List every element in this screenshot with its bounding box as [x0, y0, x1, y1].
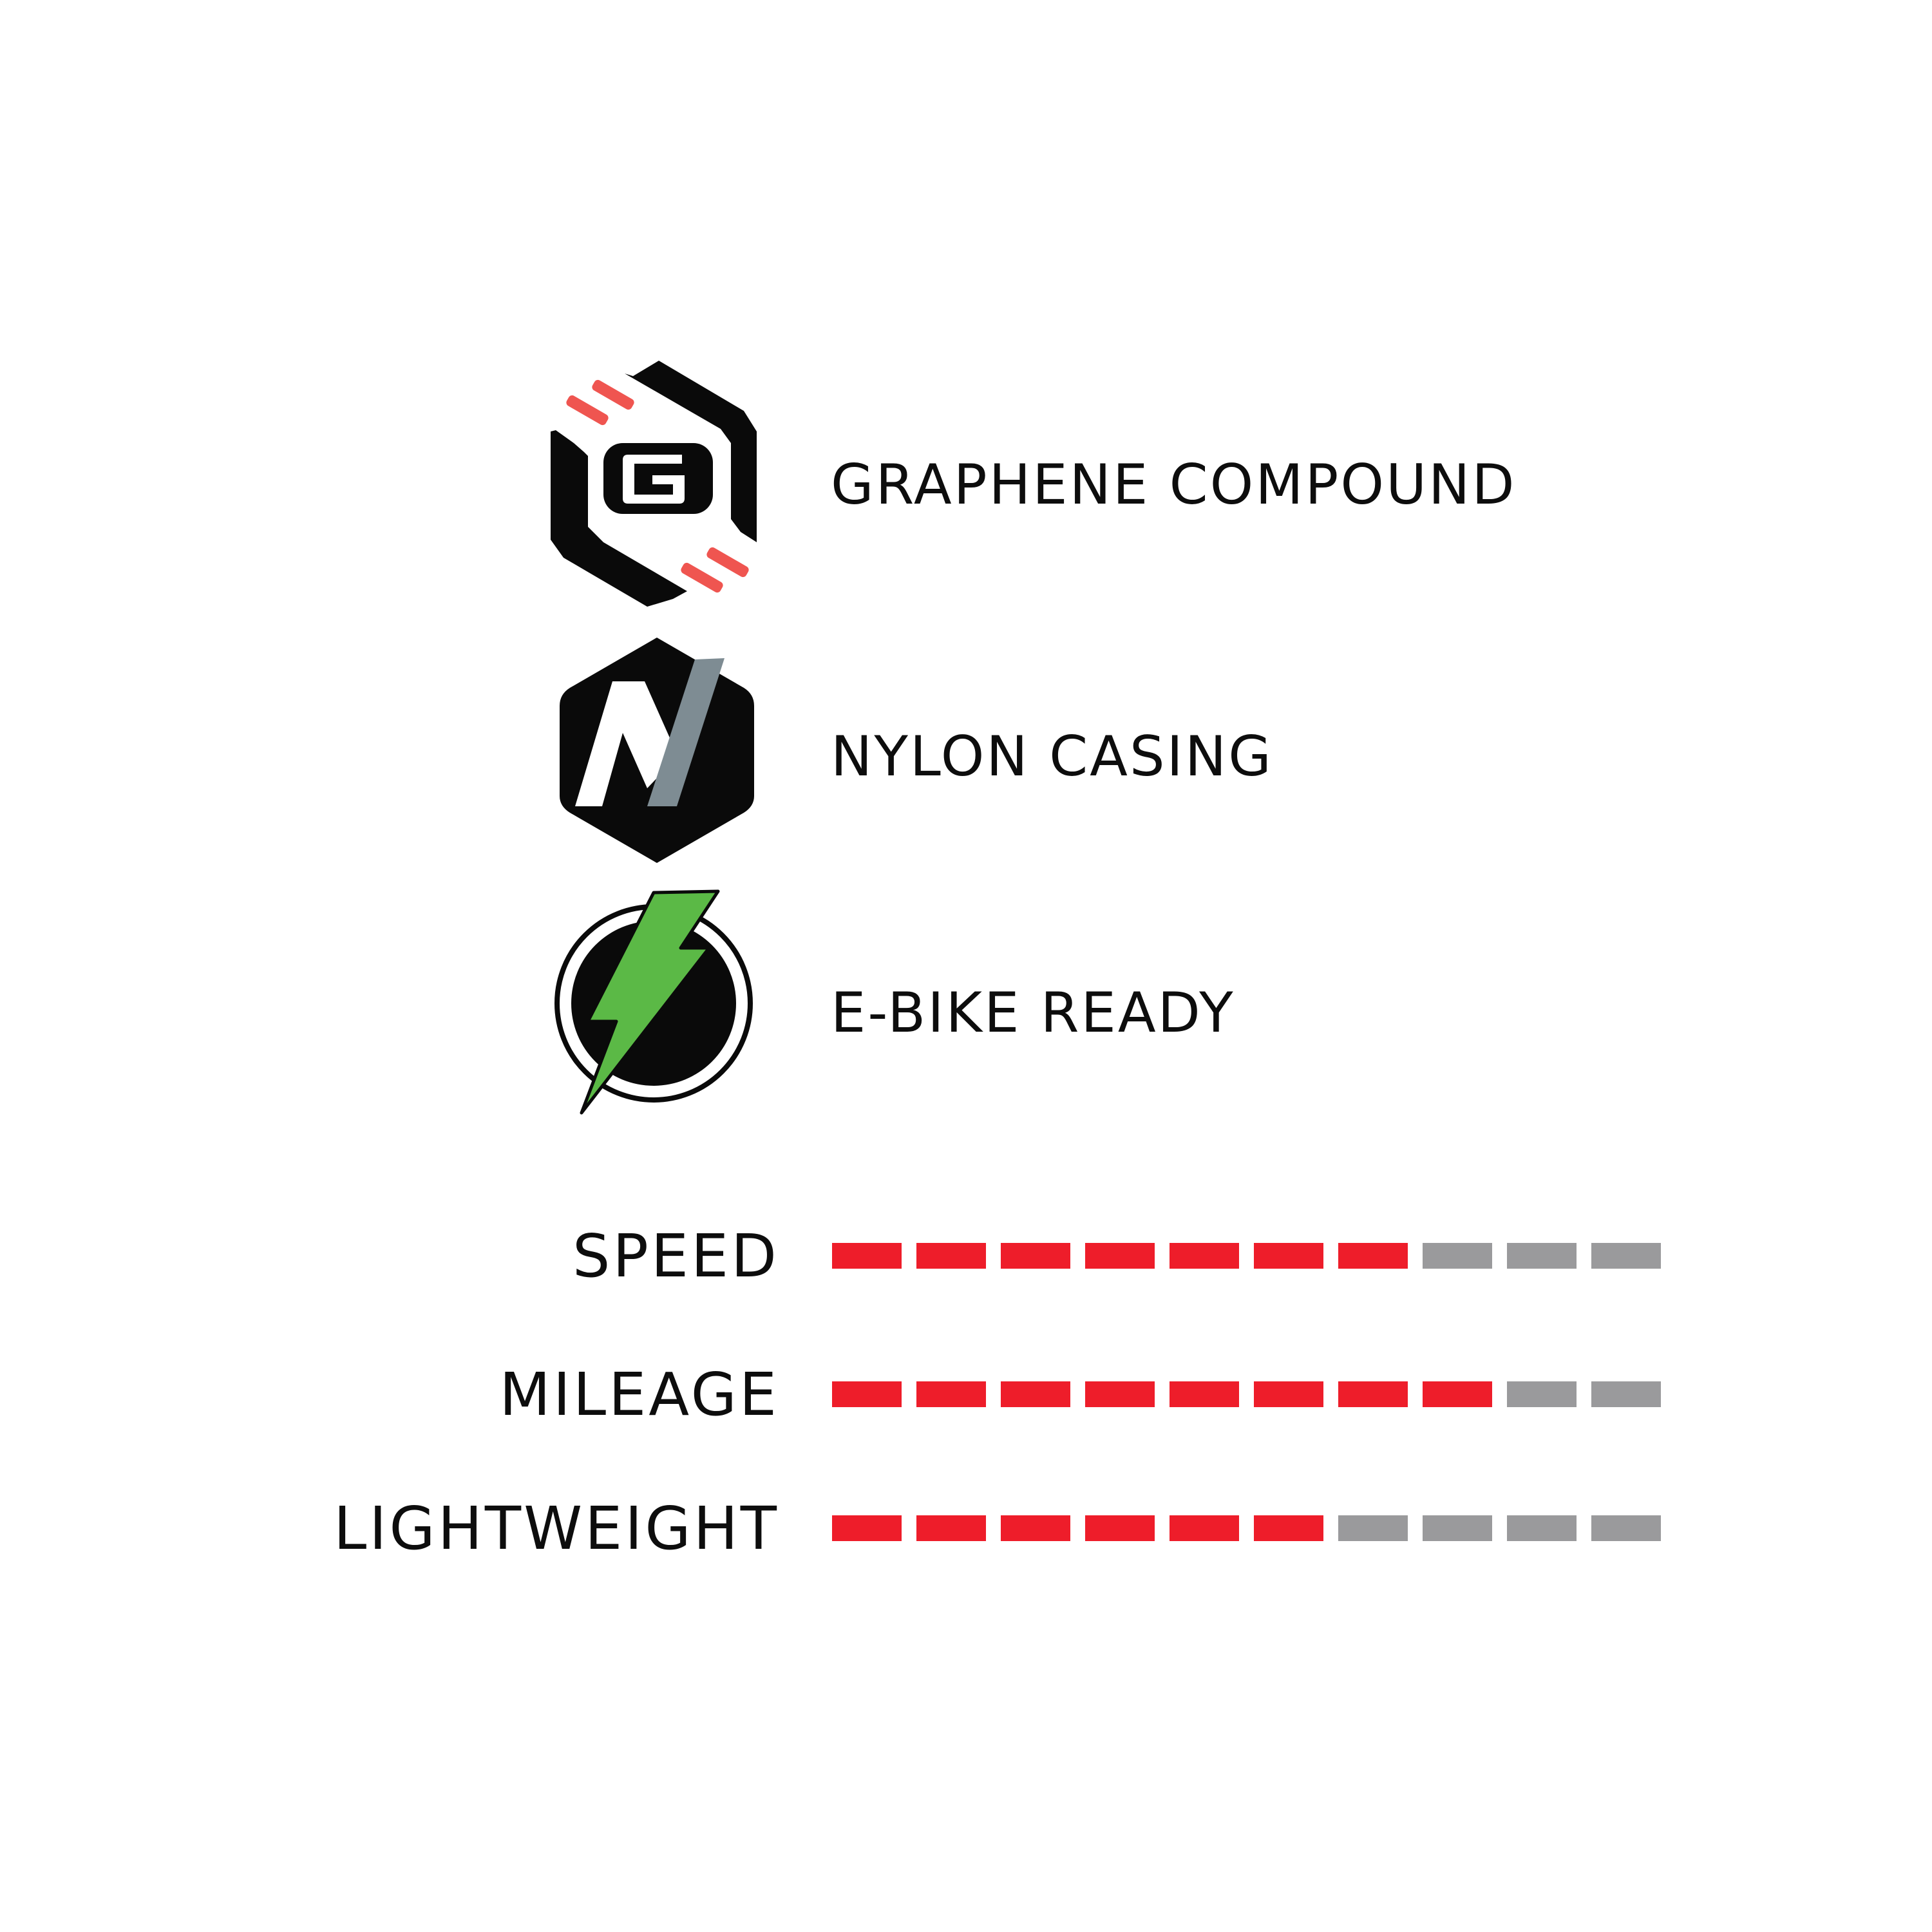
rating-segment-filled [1254, 1243, 1323, 1269]
rating-lightweight: LIGHTWEIGHT [0, 1493, 1932, 1564]
rating-segment-filled [832, 1381, 902, 1407]
rating-segment-filled [1001, 1515, 1070, 1541]
lightning-bolt-circle-icon [551, 889, 763, 1121]
rating-segment-filled [1085, 1515, 1155, 1541]
feature-ebike-ready: E-BIKE READY [0, 889, 1932, 1127]
feature-label: GRAPHENE COMPOUND [831, 453, 1517, 517]
rating-label: SPEED [573, 1222, 779, 1291]
rating-segment-filled [1254, 1381, 1323, 1407]
rating-segment-filled [1085, 1381, 1155, 1407]
rating-segment-filled [1423, 1381, 1492, 1407]
rating-segment-filled [1001, 1243, 1070, 1269]
rating-segment-filled [1170, 1515, 1239, 1541]
rating-segment-filled [1170, 1243, 1239, 1269]
rating-segment-filled [832, 1243, 902, 1269]
rating-segment-filled [1085, 1243, 1155, 1269]
rating-segment-empty [1423, 1243, 1492, 1269]
feature-graphene-compound: GRAPHENE COMPOUND [0, 361, 1932, 618]
rating-label: MILEAGE [499, 1360, 779, 1429]
nylon-n-hexagon-icon [551, 638, 763, 863]
rating-bar [832, 1243, 1663, 1269]
rating-segment-filled [1170, 1381, 1239, 1407]
rating-segment-empty [1507, 1515, 1577, 1541]
rating-segment-filled [1001, 1381, 1070, 1407]
rating-segment-filled [916, 1515, 986, 1541]
rating-segment-filled [916, 1243, 986, 1269]
rating-segment-filled [1254, 1515, 1323, 1541]
rating-segment-filled [832, 1515, 902, 1541]
rating-segment-filled [916, 1381, 986, 1407]
rating-segment-filled [1338, 1243, 1408, 1269]
rating-segment-empty [1591, 1381, 1661, 1407]
graphene-g-hexagon-icon [551, 361, 770, 612]
rating-segment-empty [1591, 1515, 1661, 1541]
feature-label: E-BIKE READY [831, 981, 1235, 1045]
rating-segment-empty [1338, 1515, 1408, 1541]
rating-label: LIGHTWEIGHT [334, 1494, 779, 1563]
rating-bar [832, 1515, 1663, 1541]
feature-nylon-casing: NYLON CASING [0, 638, 1932, 869]
rating-speed: SPEED [0, 1220, 1932, 1291]
feature-label: NYLON CASING [831, 724, 1273, 789]
rating-segment-empty [1507, 1243, 1577, 1269]
rating-segment-empty [1591, 1243, 1661, 1269]
rating-segment-empty [1423, 1515, 1492, 1541]
rating-segment-filled [1338, 1381, 1408, 1407]
rating-mileage: MILEAGE [0, 1359, 1932, 1430]
rating-bar [832, 1381, 1663, 1407]
rating-segment-empty [1507, 1381, 1577, 1407]
